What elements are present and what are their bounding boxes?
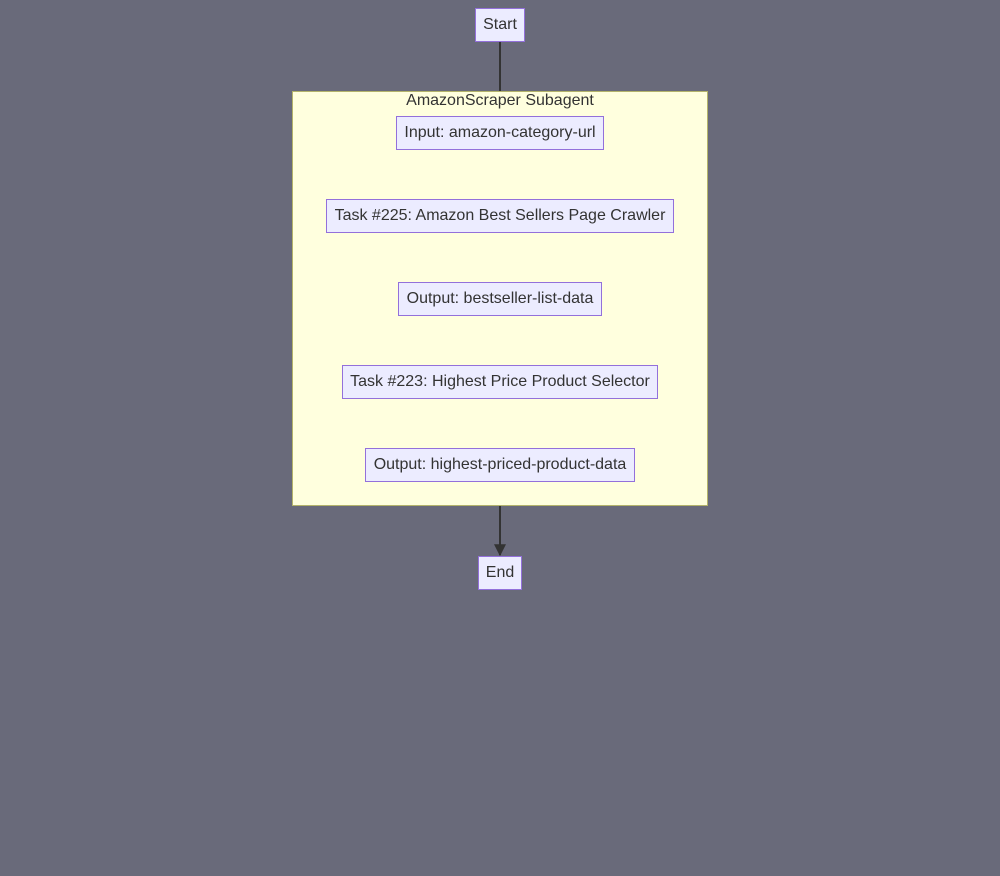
node-input-amazon-category-url[interactable]: Input: amazon-category-url	[396, 116, 604, 150]
subgraph-amazonscraper-subagent: AmazonScraper Subagent	[292, 91, 708, 506]
node-task-223[interactable]: Task #223: Highest Price Product Selecto…	[342, 365, 658, 399]
node-start[interactable]: Start	[475, 8, 525, 42]
node-output-highest-priced-product-data[interactable]: Output: highest-priced-product-data	[365, 448, 635, 482]
subgraph-title: AmazonScraper Subagent	[406, 92, 594, 109]
node-end[interactable]: End	[478, 556, 522, 590]
node-output-bestseller-list-data[interactable]: Output: bestseller-list-data	[398, 282, 602, 316]
node-task-225[interactable]: Task #225: Amazon Best Sellers Page Craw…	[326, 199, 674, 233]
